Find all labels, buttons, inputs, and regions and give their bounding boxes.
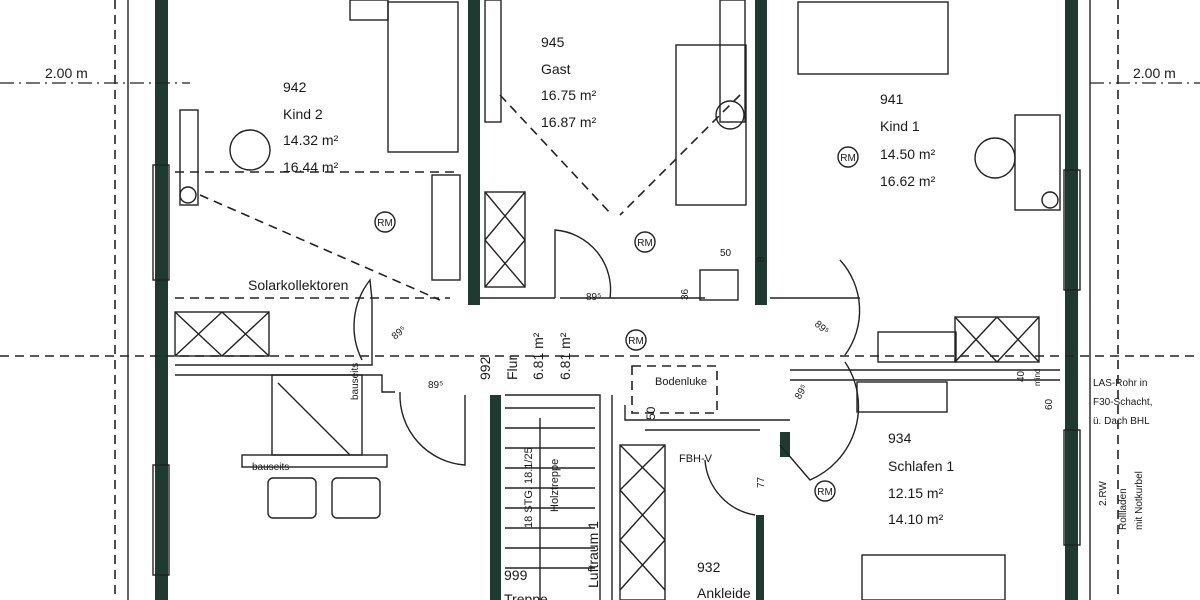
svg-text:Kind 2: Kind 2	[283, 106, 323, 122]
stairs-label: 18 STG. 18.1/25	[523, 447, 535, 528]
stairs-type: Holztreppe	[549, 459, 561, 512]
svg-text:ü. Dach BHL: ü. Dach BHL	[1093, 416, 1150, 427]
bodenluke-hatch	[631, 365, 718, 414]
room-934: 934 Schlafen 1 12.15 m² 14.10 m²	[888, 430, 954, 527]
dim-77: 77	[756, 476, 767, 488]
rw-label: 2.RW	[1098, 481, 1109, 506]
door-widths: 89⁵ 89⁵ 89⁵ 89⁵ 89⁵	[390, 292, 831, 402]
svg-text:Treppe: Treppe	[504, 591, 548, 600]
luftraum-label: Luftraum 1	[585, 521, 601, 588]
dim-50b: 50	[720, 248, 732, 259]
room-945: 945 Gast 16.75 m² 16.87 m²	[541, 34, 597, 130]
stair-treads	[505, 407, 595, 600]
dim-60: 60	[1044, 398, 1055, 410]
wall-stub	[780, 432, 790, 457]
wall-stair	[490, 395, 501, 600]
svg-text:945: 945	[541, 34, 565, 50]
svg-text:16.75 m²: 16.75 m²	[541, 87, 597, 103]
svg-text:LAS-Rohr in: LAS-Rohr in	[1093, 378, 1147, 389]
solar-label: Solarkollektoren	[248, 277, 348, 293]
svg-text:Schlafen 1: Schlafen 1	[888, 458, 954, 474]
svg-text:12.15 m²: 12.15 m²	[888, 485, 944, 501]
svg-text:16.62 m²: 16.62 m²	[880, 173, 936, 189]
bodenluke-label: Bodenluke	[655, 376, 707, 388]
room-999: 999 Treppe	[504, 567, 548, 600]
svg-text:992: 992	[477, 356, 493, 380]
svg-text:Gast: Gast	[541, 61, 571, 77]
svg-text:F30-Schacht,: F30-Schacht,	[1093, 397, 1152, 408]
bauseits-shower: bauseits	[350, 363, 361, 400]
svg-text:14.50 m²: 14.50 m²	[880, 146, 936, 162]
svg-text:RM: RM	[377, 218, 393, 229]
dimension-left: 2.00 m	[45, 65, 88, 81]
dim-50: 50	[644, 406, 658, 420]
svg-text:934: 934	[888, 430, 912, 446]
wall-ankleide	[756, 515, 764, 600]
wall-gast-kind1	[755, 0, 767, 305]
outer-wall-left	[155, 0, 168, 600]
room-932: 932 Ankleide	[697, 559, 751, 600]
svg-text:16.44 m²: 16.44 m²	[283, 159, 339, 175]
smoke-detectors: RM RM RM RM RM	[374, 146, 859, 502]
rollladen-label: Rollladen	[1118, 488, 1129, 530]
svg-text:6.81 m²: 6.81 m²	[557, 332, 573, 380]
dimension-right: 2.00 m	[1133, 65, 1176, 81]
svg-text:942: 942	[283, 79, 307, 95]
dim-40: 40	[1016, 370, 1027, 382]
svg-text:16.87 m²: 16.87 m²	[541, 114, 597, 130]
svg-text:89⁵: 89⁵	[793, 383, 810, 402]
fbh-label: FBH-V	[679, 453, 713, 465]
svg-text:941: 941	[880, 91, 904, 107]
svg-text:RM: RM	[628, 336, 644, 347]
dim-8: 8	[756, 256, 767, 262]
svg-text:999: 999	[504, 567, 528, 583]
svg-text:RM: RM	[840, 153, 856, 164]
svg-text:RM: RM	[637, 238, 653, 249]
partitions	[175, 297, 1060, 600]
room-941: 941 Kind 1 14.50 m² 16.62 m²	[880, 91, 936, 189]
svg-text:RM: RM	[817, 487, 833, 498]
outer-wall-right	[1065, 0, 1078, 600]
svg-text:Ankleide: Ankleide	[697, 585, 751, 600]
room-942: 942 Kind 2 14.32 m² 16.44 m²	[283, 79, 339, 175]
windows	[152, 164, 1081, 576]
svg-text:89⁵: 89⁵	[390, 324, 409, 342]
notkurbel-label: mit Notkurbel	[1134, 471, 1145, 530]
bauseits-washbasin: bauseits	[252, 462, 289, 473]
svg-text:89⁵: 89⁵	[428, 380, 443, 391]
svg-text:89⁵: 89⁵	[586, 292, 601, 303]
dim-36: 36	[680, 288, 691, 300]
svg-text:932: 932	[697, 559, 721, 575]
wall-kind2-gast	[468, 0, 480, 305]
las-note: LAS-Rohr in F30-Schacht, ü. Dach BHL	[1093, 378, 1152, 427]
dim-mind: mind	[1033, 369, 1042, 386]
door-swings	[353, 229, 861, 516]
svg-text:6.81 m²: 6.81 m²	[530, 332, 546, 380]
furniture	[174, 0, 1061, 600]
room-992: 992 Flur 6.81 m² 6.81 m²	[477, 332, 573, 380]
svg-text:Kind 1: Kind 1	[880, 118, 920, 134]
svg-text:14.10 m²: 14.10 m²	[888, 511, 944, 527]
svg-text:Flur: Flur	[504, 356, 520, 380]
svg-text:14.32 m²: 14.32 m²	[283, 132, 339, 148]
svg-text:89⁵: 89⁵	[812, 319, 831, 337]
